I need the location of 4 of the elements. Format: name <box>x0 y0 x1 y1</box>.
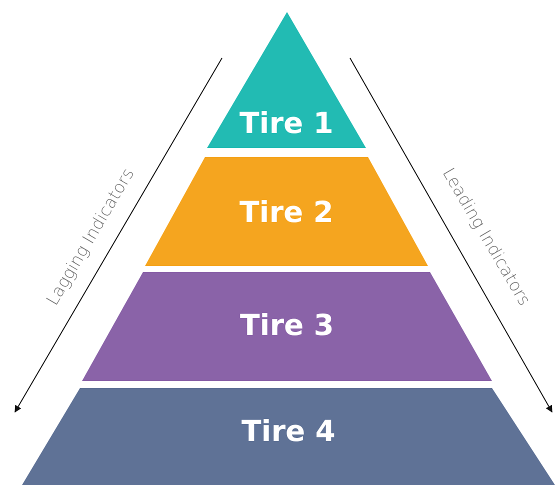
tier-label: Tire 3 <box>239 308 335 342</box>
tier-label: Tire 1 <box>238 106 334 140</box>
tier-label: Tire 4 <box>240 414 336 448</box>
tier-label: Tire 2 <box>238 195 334 229</box>
